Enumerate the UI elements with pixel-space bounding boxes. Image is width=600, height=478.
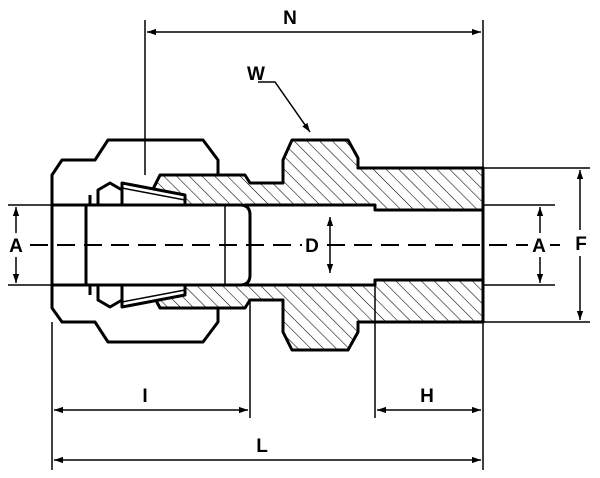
label-A-left: A (9, 236, 23, 257)
label-D: D (305, 236, 319, 257)
label-L: L (256, 436, 268, 457)
label-A-right: A (532, 236, 546, 257)
label-N: N (283, 8, 297, 29)
label-H: H (420, 386, 434, 407)
label-I: I (142, 386, 147, 407)
ferrule-taper-bottom (121, 289, 186, 303)
label-W: W (247, 64, 265, 85)
label-F: F (575, 234, 587, 255)
leader-W (258, 81, 311, 133)
ferrule-taper-top (121, 187, 186, 201)
